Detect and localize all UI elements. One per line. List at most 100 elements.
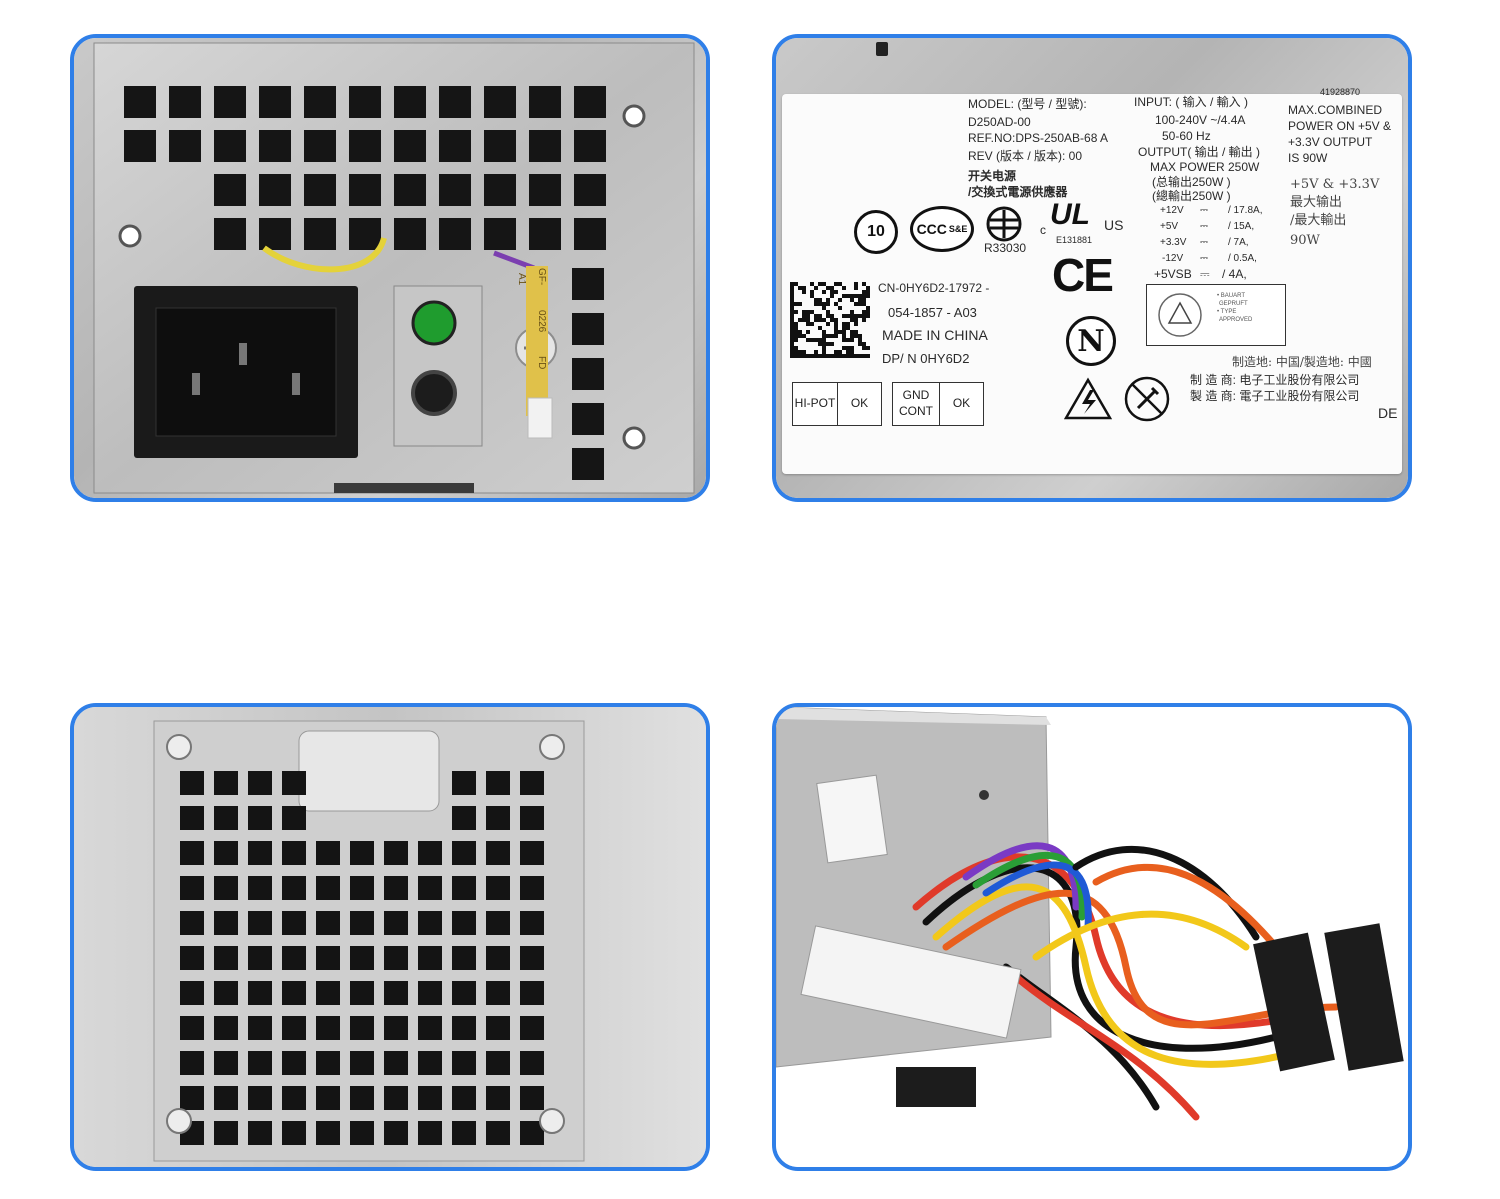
vent-hole: [486, 911, 510, 935]
rail-voltage: +5VSB: [1154, 267, 1192, 281]
vent-hole: [316, 946, 340, 970]
vent-hole: [520, 876, 544, 900]
vent-hole: [834, 322, 838, 326]
ten-year-mark-icon: 10: [854, 210, 898, 254]
vent-hole: [842, 354, 846, 358]
vent-hole: [790, 294, 794, 298]
vent-hole: [282, 876, 306, 900]
vent-hole: [794, 334, 798, 338]
vent-hole: [180, 1086, 204, 1110]
dp-number: DP/ N 0HY6D2: [882, 351, 970, 366]
vent-hole: [384, 1051, 408, 1075]
vent-hole: [486, 876, 510, 900]
vent-hole: [802, 350, 806, 354]
vent-hole: [790, 302, 794, 306]
vent-hole: [349, 86, 381, 118]
input-freq: 50-60 Hz: [1162, 129, 1211, 143]
vent-hole: [838, 350, 842, 354]
vent-hole: [790, 314, 794, 318]
vent-hole: [572, 313, 604, 345]
vent-hole: [282, 981, 306, 1005]
vent-hole: [574, 218, 606, 250]
vent-hole: [384, 981, 408, 1005]
vent-hole: [822, 334, 826, 338]
vent-hole: [452, 1086, 476, 1110]
cn-title-1: 开关电源: [968, 169, 1017, 183]
vent-hole: [802, 314, 806, 318]
vent-hole: [790, 298, 794, 302]
max-combined-4: IS 90W: [1288, 151, 1328, 165]
vent-hole: [834, 318, 838, 322]
vent-hole: [214, 841, 238, 865]
output-title: OUTPUT( 输出 / 輸出 ): [1138, 145, 1260, 159]
vent-hole: [858, 302, 862, 306]
corner-screws: [166, 734, 565, 1134]
de-mark: DE: [1378, 405, 1398, 421]
vent-hole: [214, 1086, 238, 1110]
vent-hole: [794, 282, 798, 286]
vent-hole: [214, 1121, 238, 1145]
max-combined-2: POWER ON +5V &: [1288, 119, 1392, 133]
fan-grille-illustration: [74, 707, 706, 1167]
vent-hole: [822, 318, 826, 322]
vent-hole: [818, 354, 822, 358]
vent-hole: [794, 330, 798, 334]
vent-hole: [830, 318, 834, 322]
vent-hole: [846, 354, 850, 358]
vent-hole: [838, 330, 842, 334]
vent-hole: [834, 326, 838, 330]
vent-hole: [854, 330, 858, 334]
vent-hole: [304, 130, 336, 162]
vent-hole: [214, 911, 238, 935]
vent-hole: [838, 298, 842, 302]
vent-hole: [830, 354, 834, 358]
vent-hole: [349, 218, 381, 250]
vent-hole: [822, 342, 826, 346]
vent-hole: [452, 1016, 476, 1040]
total-output-1: (总输出250W ): [1152, 175, 1231, 189]
vent-hole: [842, 326, 846, 330]
molex-connector: [896, 1067, 976, 1107]
vent-hole: [830, 342, 834, 346]
vent-hole: [794, 310, 798, 314]
max-power: MAX POWER 250W: [1150, 160, 1260, 174]
vent-hole: [418, 1016, 442, 1040]
vent-hole: [439, 218, 471, 250]
vent-hole: [574, 86, 606, 118]
vent-hole: [572, 448, 604, 480]
vent-hole: [384, 841, 408, 865]
vent-hole: [810, 338, 814, 342]
psu-rear-illustration: [93, 42, 695, 494]
vent-hole: [394, 86, 426, 118]
vent-hole: [858, 334, 862, 338]
vent-hole: [826, 342, 830, 346]
vent-hole: [814, 298, 818, 302]
vent-hole: [282, 1121, 306, 1145]
rail-current: / 17.8A,: [1228, 205, 1263, 216]
vent-hole: [850, 298, 854, 302]
photo-spec-label: MODEL: (型号 / 型號): D250AD-00 REF.NO:DPS-2…: [772, 34, 1412, 502]
rail-current: / 15A,: [1228, 221, 1255, 232]
vent-hole: [214, 130, 246, 162]
vent-hole: [862, 346, 866, 350]
model-value: D250AD-00: [968, 115, 1031, 129]
vent-hole: [846, 350, 850, 354]
vent-hole: [350, 1051, 374, 1075]
vent-hole: [418, 876, 442, 900]
photo-psu-cables: [772, 703, 1412, 1171]
vent-hole: [282, 1016, 306, 1040]
rail-voltage: -12V: [1162, 253, 1184, 264]
vent-hole: [806, 314, 810, 318]
sticker-text-4: FD: [536, 356, 547, 370]
vent-hole: [842, 294, 846, 298]
vent-hole: [574, 130, 606, 162]
max-combined-3: +3.3V OUTPUT: [1288, 135, 1373, 149]
vent-hole: [384, 876, 408, 900]
vent-hole: [862, 354, 866, 358]
vent-hole: [350, 841, 374, 865]
vent-hole: [814, 318, 818, 322]
vent-hole: [798, 302, 802, 306]
vent-hole: [834, 330, 838, 334]
vent-hole: [418, 841, 442, 865]
vent-hole: [814, 286, 818, 290]
